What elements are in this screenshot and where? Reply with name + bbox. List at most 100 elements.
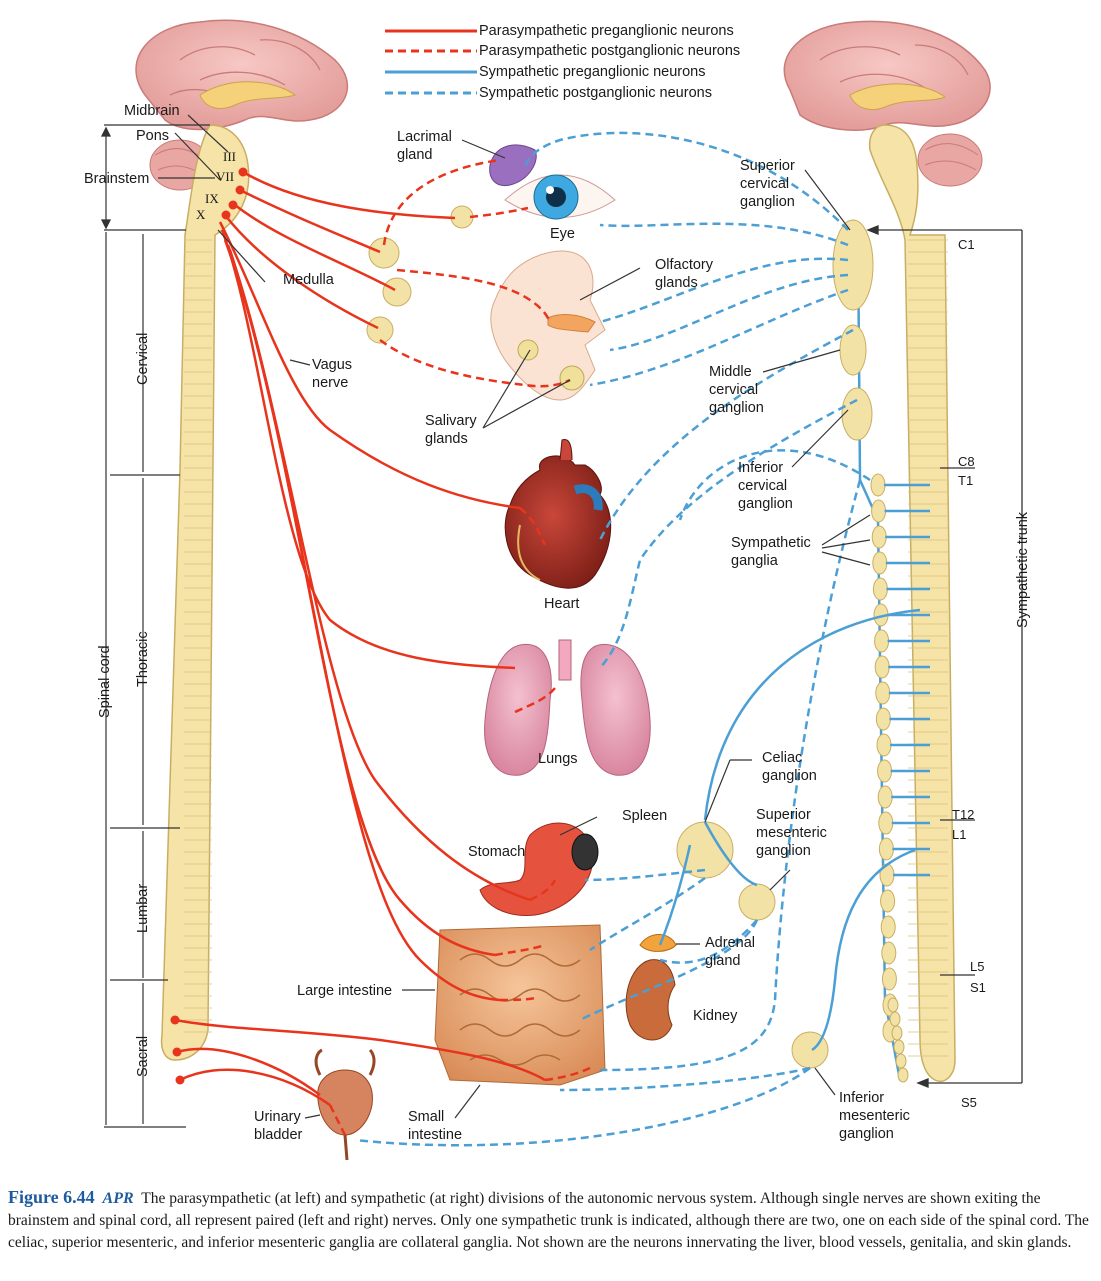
sympathetic-trunk <box>832 219 909 1083</box>
middle-cervical-ganglion-shape <box>839 324 867 376</box>
label-cranial-nerve-iii: III <box>223 149 236 164</box>
label-spinal-cord: Spinal cord <box>97 645 113 718</box>
right-cord-segments <box>908 239 948 1057</box>
chain-ganglion <box>878 837 894 861</box>
label-midbrain: Midbrain <box>124 103 180 119</box>
label-pons: Pons <box>136 128 170 144</box>
label-cervical: Cervical <box>135 332 151 385</box>
legend-swatch <box>385 70 477 74</box>
label-s5: S5 <box>961 1095 977 1110</box>
kidney-shape <box>625 934 677 1041</box>
label-salivary-glands: Salivary glands <box>425 413 477 447</box>
label-spleen: Spleen <box>622 808 668 824</box>
brainstem-bracket <box>104 114 975 1128</box>
label-lumbar: Lumbar <box>135 883 151 933</box>
sympathetic-postganglionic-nerves <box>354 131 871 1147</box>
label-cranial-nerve-x: X <box>196 207 206 222</box>
face-shape <box>490 250 606 401</box>
label-s1: S1 <box>970 980 986 995</box>
label-cranial-nerve-ix: IX <box>205 191 219 206</box>
legend-parasympathetic-postganglionic: Parasympathetic postganglionic neurons <box>385 41 740 61</box>
label-superior-cervical-ganglion: Superior cervical ganglion <box>740 158 795 210</box>
left-cord-segments <box>184 239 212 1033</box>
label-medulla: Medulla <box>283 272 334 288</box>
label-sympathetic-ganglia: Sympathetic ganglia <box>731 535 811 569</box>
urinary-bladder-shape <box>314 1048 376 1161</box>
inferior-cervical-ganglion-shape <box>841 387 873 441</box>
superior-cervical-ganglion-shape <box>832 219 874 311</box>
label-l1: L1 <box>952 827 967 842</box>
label-urinary-bladder: Urinary bladder <box>254 1109 303 1143</box>
stomach-shape <box>479 822 599 916</box>
chain-ganglion <box>878 811 894 835</box>
label-brainstem: Brainstem <box>84 171 150 187</box>
chain-ganglion <box>872 551 888 575</box>
chain-ganglion <box>872 577 888 601</box>
legend-sympathetic-postganglionic: Sympathetic postganglionic neurons <box>385 83 712 103</box>
chain-ganglion <box>874 629 890 653</box>
left-brain <box>135 19 349 191</box>
legend-sympathetic-preganglionic: Sympathetic preganglionic neurons <box>385 62 706 82</box>
right-brain <box>783 20 991 187</box>
label-middle-cervical-ganglion: Middle cervical ganglion <box>709 364 764 416</box>
parasympathetic-preganglionic-nerves <box>174 170 546 1107</box>
chain-ganglion <box>893 1039 905 1055</box>
diagram-canvas <box>100 19 1023 1161</box>
apr-badge: APR <box>102 1190 134 1207</box>
chain-ganglion <box>877 759 893 783</box>
label-thoracic: Thoracic <box>135 631 151 687</box>
label-t12: T12 <box>952 807 975 822</box>
legend-swatch <box>385 29 477 33</box>
legend-label: Sympathetic postganglionic neurons <box>479 85 712 101</box>
chain-ganglion <box>881 941 897 965</box>
chain-ganglion <box>889 1011 901 1027</box>
chain-ganglion <box>876 733 892 757</box>
label-lacrimal-gland: Lacrimal gland <box>397 129 452 163</box>
chain-ganglion <box>897 1067 909 1083</box>
legend-label: Sympathetic preganglionic neurons <box>479 64 706 80</box>
label-stomach: Stomach <box>468 844 526 860</box>
label-olfactory-glands: Olfactory glands <box>655 257 714 291</box>
lacrimal-gland-shape <box>489 144 537 187</box>
label-sacral: Sacral <box>135 1035 151 1077</box>
label-c1: C1 <box>958 237 975 252</box>
chain-ganglion <box>871 525 887 549</box>
figure-number: Figure 6.44 <box>8 1187 95 1207</box>
chain-ganglion <box>871 499 887 523</box>
label-c8: C8 <box>958 454 975 469</box>
parasympathetic-postganglionic-nerves <box>328 158 591 1136</box>
sympathetic-preganglionic-nerves <box>658 483 930 1052</box>
label-cranial-nerve-vii: VII <box>216 169 235 184</box>
parasympathetic-nerve-origins <box>170 167 248 1085</box>
chain-ganglion <box>870 473 886 497</box>
chain-ganglion <box>880 915 896 939</box>
eye-shape <box>504 174 616 220</box>
chain-ganglion <box>877 785 893 809</box>
label-eye: Eye <box>550 226 575 242</box>
legend-label: Parasympathetic preganglionic neurons <box>479 23 734 39</box>
chain-ganglion <box>887 997 899 1013</box>
superior-mesenteric-ganglion-shape <box>738 883 776 921</box>
label-superior-mesenteric-ganglion: Superior mesenteric ganglion <box>756 807 827 859</box>
chain-ganglion <box>881 967 897 991</box>
label-vagus-nerve: Vagus nerve <box>312 357 353 391</box>
label-kidney: Kidney <box>693 1008 738 1024</box>
chain-ganglion <box>891 1025 903 1041</box>
legend-swatch <box>385 49 477 53</box>
heart-shape <box>504 439 612 589</box>
autonomic-nervous-system-diagram: Parasympathetic preganglionic neurons Pa… <box>84 19 1031 1161</box>
label-lungs: Lungs <box>538 751 578 767</box>
label-small-intestine: Small intestine <box>408 1109 463 1143</box>
chain-ganglion <box>874 655 890 679</box>
caption-text: The parasympathetic (at left) and sympat… <box>8 1190 1089 1251</box>
label-t1: T1 <box>958 473 974 488</box>
chain-ganglion <box>880 889 896 913</box>
label-inferior-cervical-ganglion: Inferior cervical ganglion <box>738 460 793 512</box>
right-spinal-cord <box>868 124 956 1082</box>
figure-caption: Figure 6.44 APR The parasympathetic (at … <box>8 1186 1096 1254</box>
label-heart: Heart <box>544 596 580 612</box>
label-l5: L5 <box>970 959 985 974</box>
left-spinal-cord <box>160 124 250 1061</box>
label-sympathetic-trunk: Sympathetic trunk <box>1015 511 1031 628</box>
legend-swatch <box>385 91 477 95</box>
